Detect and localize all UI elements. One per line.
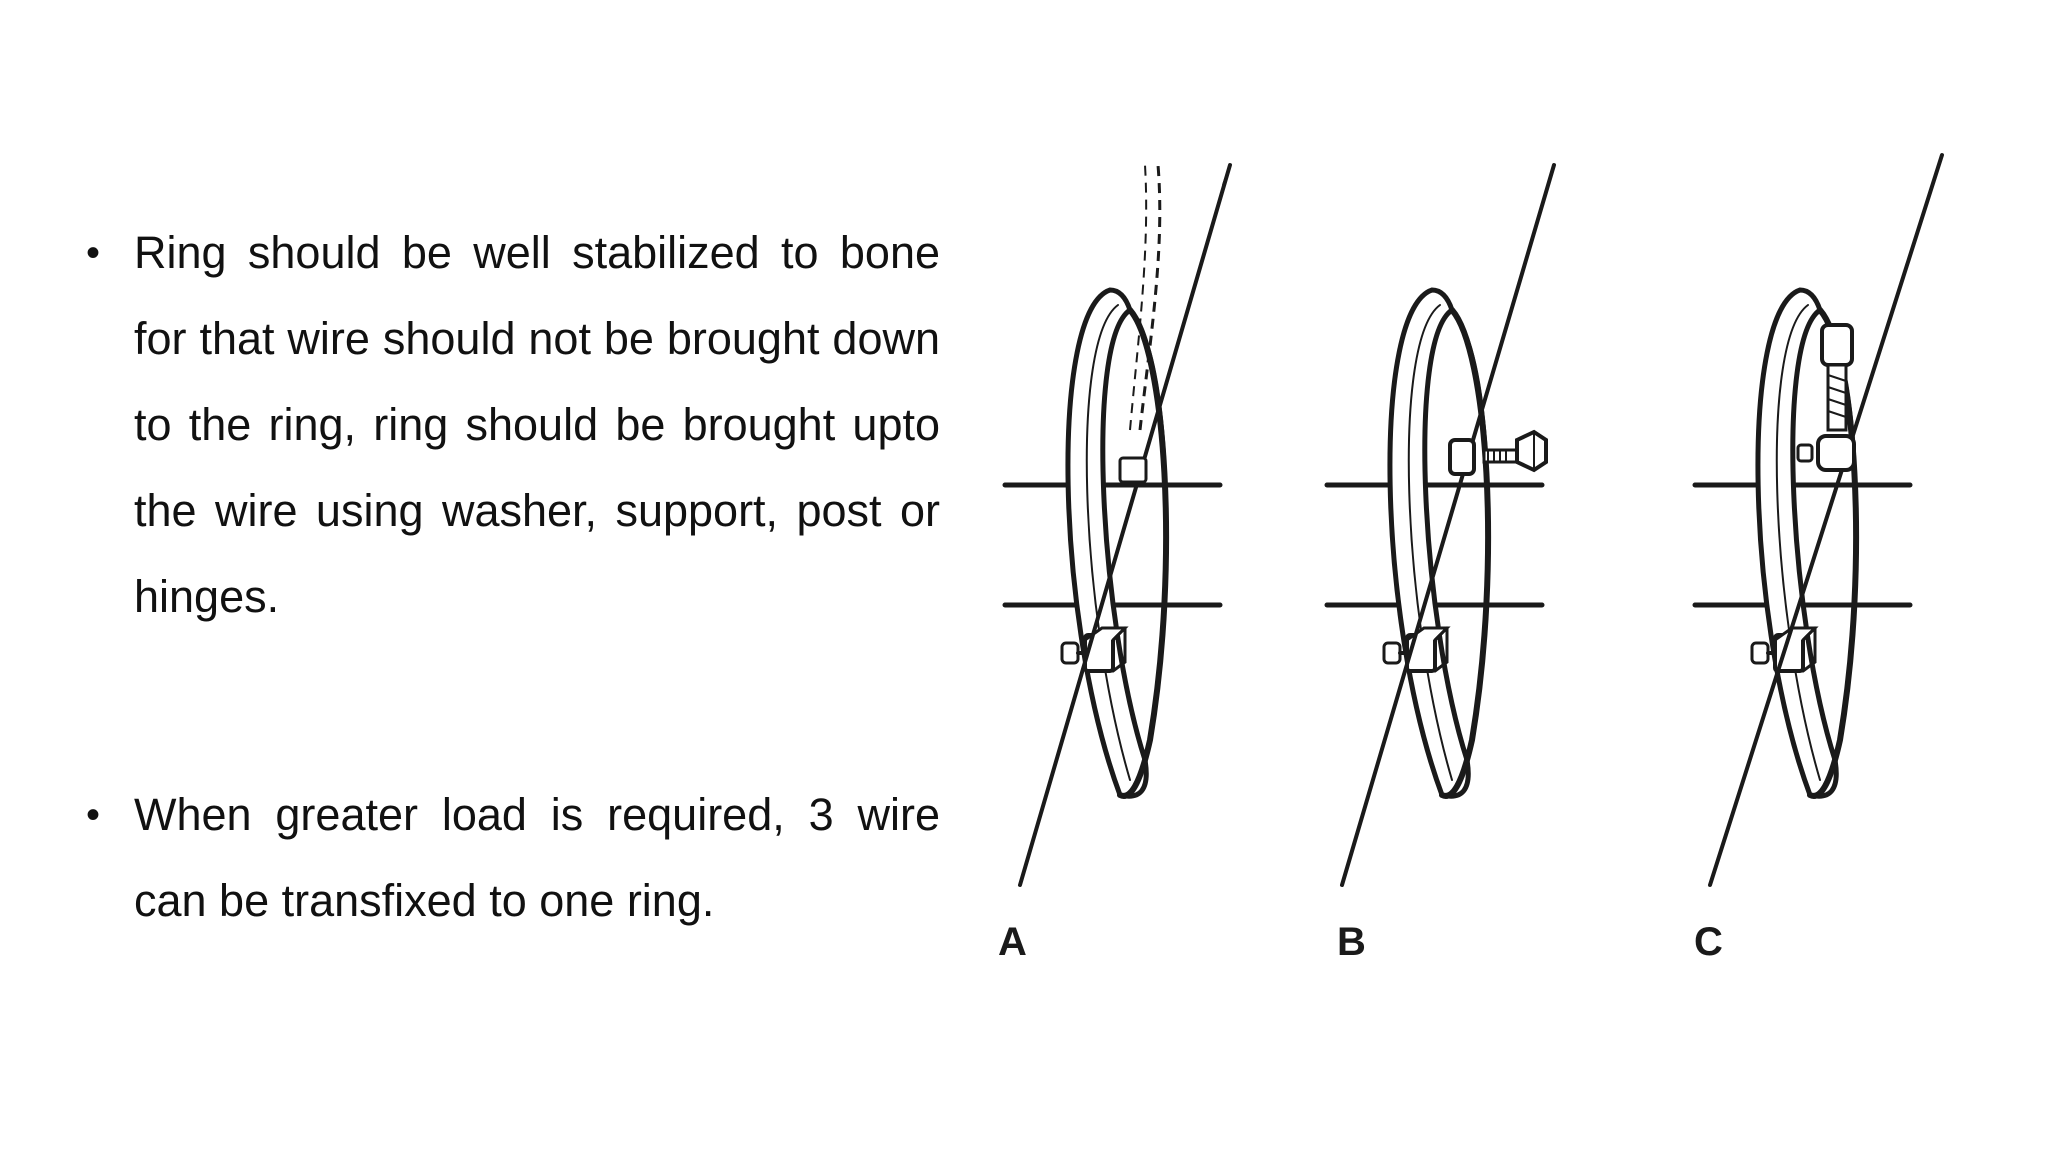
bullet-list: • Ring should be well stabilized to bone…: [82, 210, 940, 944]
panel-label-c: C: [1694, 920, 1723, 964]
bullet-marker: •: [86, 231, 101, 275]
panel-b-drawing: [1327, 163, 1556, 887]
panel-a-drawing: [1005, 163, 1232, 887]
bullet-text: Ring should be well stabilized to bone f…: [134, 227, 940, 622]
bullet-text: When greater load is required, 3 wire ca…: [134, 789, 940, 926]
panel-label-b: B: [1337, 920, 1366, 964]
bullet-marker: •: [86, 793, 101, 837]
bullet-item: • Ring should be well stabilized to bone…: [82, 210, 940, 640]
panel-c-drawing: [1695, 153, 1944, 887]
panel-label-a: A: [998, 920, 1027, 964]
ring-fixation-illustration: A B C: [990, 140, 2000, 1000]
ring-fixation-drawing: A B C: [998, 153, 1944, 964]
bullet-item: • When greater load is required, 3 wire …: [82, 772, 940, 944]
